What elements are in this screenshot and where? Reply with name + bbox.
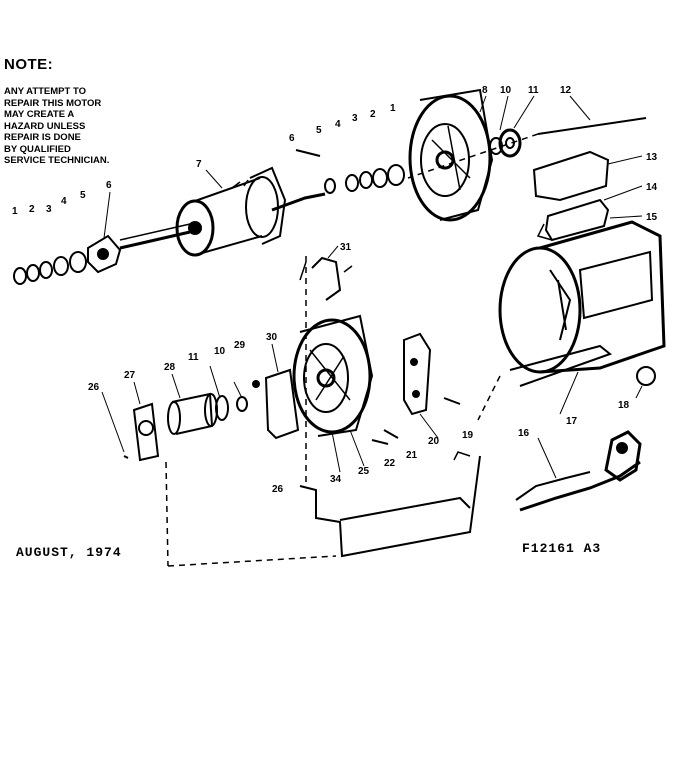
note-line: ANY ATTEMPT TO: [4, 86, 86, 97]
sleeve-28: [171, 392, 214, 435]
leader-lines: [101, 95, 643, 479]
washer-end-2: [372, 168, 388, 188]
cover-30: [264, 368, 300, 440]
rear-end-bell: [292, 256, 374, 437]
callout: 2: [29, 204, 35, 215]
callout: 11: [188, 352, 199, 363]
bracket-27: [132, 402, 160, 462]
callout: 16: [518, 428, 530, 439]
note-line: REPAIR THIS MOTOR: [4, 97, 102, 109]
note-line: BY QUALIFIED: [4, 143, 71, 155]
screw-21: [383, 429, 399, 439]
washer-10b: [236, 396, 248, 412]
screw-19: [443, 397, 461, 405]
bearing-housing-6: [87, 234, 122, 274]
end-washer-stack: [295, 149, 405, 194]
callout: 18: [618, 400, 630, 411]
plug: [604, 430, 642, 482]
power-cord: [515, 430, 642, 512]
figure-code: F12161 A3: [522, 541, 602, 556]
washer-end-5: [324, 178, 336, 194]
callout: 12: [560, 85, 572, 96]
through-bolt-12: [537, 117, 647, 135]
switch-31: [311, 256, 342, 301]
alignment-lines: [165, 133, 539, 567]
stud-6: [295, 149, 321, 157]
lower-left-parts: [123, 368, 300, 462]
publication-date: AUGUST, 1974: [16, 545, 122, 560]
callout: 21: [406, 450, 418, 461]
callout: 14: [646, 182, 658, 193]
capacitor-parts: [532, 150, 610, 242]
washer-3: [39, 261, 53, 279]
washer-end-1: [387, 164, 405, 186]
callout: 20: [428, 436, 440, 447]
callout-labels: 1 2 3 4 5 6 7 6 5 4 3 2 1 8 10 11 12 13 …: [12, 85, 658, 495]
callout: 3: [46, 204, 52, 215]
motor-housing: [498, 220, 666, 387]
callout: 27: [124, 370, 136, 381]
callout: 3: [352, 113, 358, 124]
callout: 19: [462, 430, 474, 441]
mounting-base: [299, 451, 481, 558]
washer-4: [53, 256, 69, 276]
left-washer-stack: [13, 234, 122, 285]
washer-end-3: [359, 171, 373, 189]
callout: 10: [214, 346, 226, 357]
washer-end-4: [345, 174, 359, 192]
callout: 11: [528, 85, 539, 96]
callout: 17: [566, 416, 578, 427]
callout: 1: [390, 103, 396, 114]
callout: 34: [330, 474, 342, 485]
callout: 4: [61, 196, 67, 207]
callout: 2: [370, 109, 376, 120]
callout: 30: [266, 332, 278, 343]
callout: 8: [482, 85, 488, 96]
screw-26: [123, 455, 129, 459]
front-end-bell: [408, 88, 647, 222]
callout: 28: [164, 362, 176, 373]
callout: 29: [234, 340, 246, 351]
terminal-knob-18: [636, 366, 656, 386]
callout: 4: [335, 119, 341, 130]
note-line: REPAIR IS DONE: [4, 132, 81, 143]
warning-note: ANY ATTEMPT TO REPAIR THIS MOTOR MAY CRE…: [4, 86, 164, 167]
callout: 10: [500, 85, 512, 96]
capacitor-cover-13: [532, 150, 610, 202]
washer-11b: [215, 395, 229, 421]
callout: 6: [289, 133, 295, 144]
callout: 5: [80, 190, 86, 201]
callout: 5: [316, 125, 322, 136]
callout: 25: [358, 466, 370, 477]
rotor-assembly: [119, 166, 326, 257]
note-title: NOTE:: [4, 56, 54, 73]
washer-11: [498, 128, 522, 158]
capacitor-15: [544, 198, 610, 242]
note-line: MAY CREATE A: [4, 109, 75, 120]
washer-2: [26, 264, 40, 282]
callout: 26: [88, 382, 100, 393]
washer-5: [69, 251, 87, 273]
callout: 26: [272, 484, 284, 495]
callout: 1: [12, 206, 18, 217]
pin-29: [252, 380, 260, 388]
callout: 13: [646, 152, 658, 163]
callout: 15: [646, 212, 658, 223]
callout: 22: [384, 458, 396, 469]
screw-22: [371, 439, 389, 445]
washer-1: [13, 267, 27, 285]
note-line: SERVICE TECHNICIAN.: [4, 155, 110, 166]
callout: 7: [196, 159, 202, 170]
callout: 31: [340, 242, 352, 253]
switch-plate-20: [371, 332, 461, 445]
note-line: HAZARD UNLESS: [4, 120, 86, 132]
callout: 6: [106, 180, 112, 191]
